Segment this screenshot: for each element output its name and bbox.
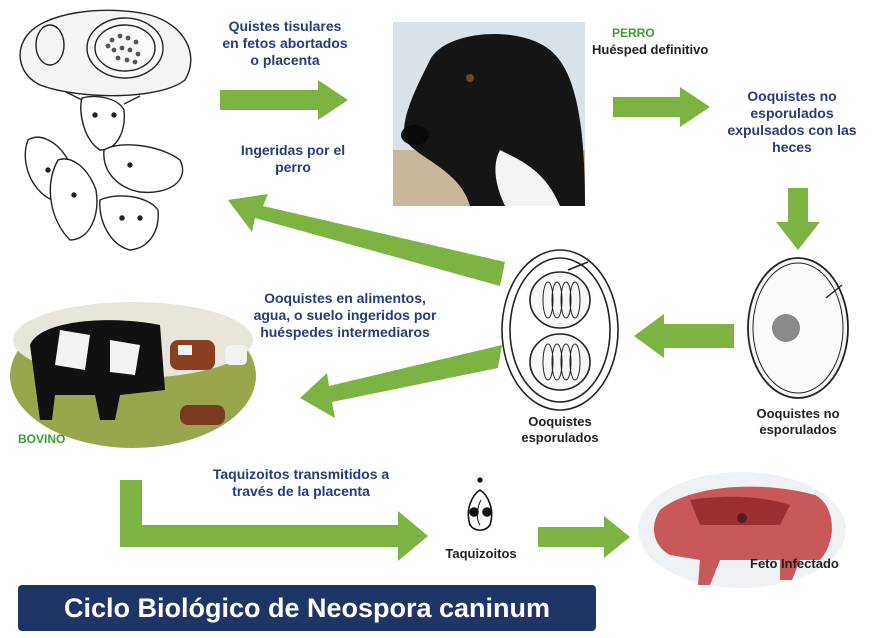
label-feto-infectado: Feto Infectado: [750, 556, 839, 571]
arrow-to-ingeridas: [228, 194, 505, 286]
arrow-bovino-to-taquizoitos: [120, 480, 428, 561]
label-quistes-tisulares: Quistes tisulares en fetos abortados o p…: [222, 18, 348, 68]
unsporulated-oocyst-drawing: [747, 257, 849, 399]
label-ooquistes-no-esporulados: Ooquistes no esporulados: [756, 406, 840, 437]
label-ooquistes-ingeridos: Ooquistes en alimentos, agua, o suelo in…: [253, 290, 437, 340]
title-banner: Ciclo Biológico de Neospora caninum: [18, 585, 596, 631]
label-huesped-definitivo: Huésped definitivo: [592, 42, 709, 57]
label-taquizoitos-transmitidos: Taquizoitos transmitidos a través de la …: [212, 466, 390, 499]
tag-perro: PERRO: [612, 26, 655, 40]
arrow-cysts-to-dog: [220, 80, 348, 120]
arrow-to-bovino: [300, 345, 502, 418]
infected-fetus-photo: [638, 472, 846, 588]
tag-bovino: BOVINO: [18, 432, 66, 446]
arrow-down-to-oocyst: [776, 188, 820, 250]
label-ooquistes-esporulados: Ooquistes esporulados: [521, 414, 599, 445]
sporulated-oocyst-drawing: [501, 249, 619, 411]
arrow-dog-to-oocysts-text: [613, 87, 710, 127]
page-title: Ciclo Biológico de Neospora caninum: [63, 593, 551, 623]
label-ingeridas-por-perro: Ingeridas por el perro: [240, 142, 346, 175]
cows-photo: [10, 302, 256, 448]
label-ooquistes-expulsados: Ooquistes no esporulados expulsados con …: [727, 88, 857, 155]
arrow-taquizoitos-to-feto: [538, 516, 630, 558]
arrows: [120, 80, 820, 561]
cyst-animals-sketch: [19, 9, 192, 251]
tachyzoite-drawing: [467, 477, 493, 532]
arrow-unsporulated-to-sporulated: [634, 314, 734, 358]
label-taquizoitos: Taquizoitos: [445, 546, 517, 561]
dog-photo: [393, 22, 585, 207]
